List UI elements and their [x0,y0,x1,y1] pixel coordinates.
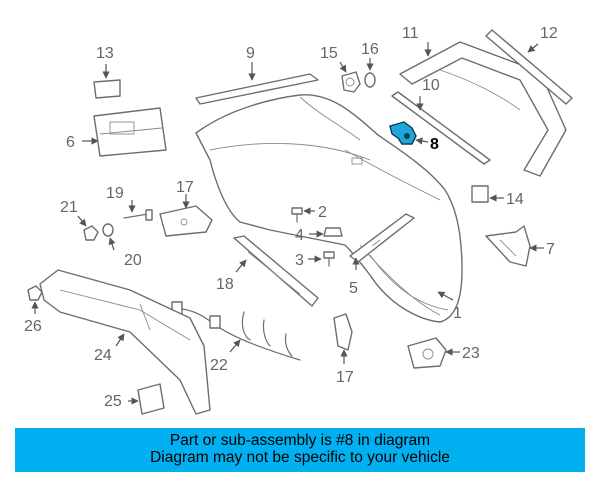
part-16-grommet[interactable] [364,72,376,88]
callout-10: 10 [416,77,440,111]
svg-text:5: 5 [349,280,358,297]
callout-15: 15 [320,45,347,73]
callout-8: 8 [415,136,439,153]
callout-11: 11 [402,25,432,57]
part-6-license-panel[interactable] [93,107,167,157]
svg-text:1: 1 [453,305,462,322]
callout-3: 3 [295,252,322,269]
part-12-trim-strip[interactable] [485,29,573,105]
callout-22: 22 [210,339,241,374]
part-13-light[interactable] [93,79,121,99]
svg-text:26: 26 [24,318,42,335]
part-21-nut[interactable] [83,225,99,241]
svg-text:21: 21 [60,199,78,216]
svg-text:20: 20 [124,252,142,269]
callout-5: 5 [349,257,360,297]
part-20-washer[interactable] [102,223,114,237]
callout-17-upper: 17 [176,179,194,209]
callout-2: 2 [303,204,327,221]
svg-text:11: 11 [402,25,419,42]
callout-19: 19 [106,185,136,213]
callout-7: 7 [529,241,555,258]
part-18-absorber[interactable] [233,235,319,307]
svg-text:22: 22 [210,357,228,374]
part-1-bumper-cover[interactable] [195,94,463,323]
part-24-impact-bar[interactable] [39,269,211,415]
banner-line-2: Diagram may not be specific to your vehi… [150,449,450,466]
svg-text:10: 10 [422,77,440,94]
svg-text:3: 3 [295,252,304,269]
callout-16: 16 [361,41,379,71]
part-26-nut[interactable] [27,285,43,301]
callout-9: 9 [246,45,256,81]
callout-25: 25 [104,393,139,410]
callout-12: 12 [527,25,558,53]
part-info-banner: Part or sub-assembly is #8 in diagram Di… [15,428,585,472]
callout-24: 24 [94,333,125,364]
callout-4: 4 [295,227,324,244]
svg-text:17: 17 [336,369,354,386]
svg-text:19: 19 [106,185,124,202]
part-8-sensor-bracket[interactable] [389,121,417,145]
part-15-sensor[interactable] [341,71,361,93]
part-19-bolt[interactable] [123,209,153,221]
svg-text:14: 14 [506,191,524,208]
part-22-wiring-harness[interactable] [171,301,301,361]
callout-26: 26 [24,301,42,335]
callout-13: 13 [96,45,114,79]
svg-text:9: 9 [246,45,255,62]
callout-17-lower: 17 [336,349,354,386]
part-7-bracket[interactable] [485,225,531,267]
svg-text:17: 17 [176,179,194,196]
callout-20: 20 [108,237,142,269]
callout-1: 1 [437,291,462,322]
svg-text:7: 7 [546,241,555,258]
svg-text:12: 12 [540,25,558,42]
svg-text:13: 13 [96,45,114,62]
part-25-cover-plate[interactable] [137,383,165,415]
part-17-bracket-lower[interactable] [333,313,353,351]
part-23-sensor-housing[interactable] [407,337,447,369]
part-9-trim-strip[interactable] [195,73,319,105]
svg-text:2: 2 [318,204,327,221]
part-4-clip[interactable] [323,227,343,237]
part-2-bolt[interactable] [291,207,303,223]
part-17-bracket-upper[interactable] [159,205,213,237]
banner-line-1: Part or sub-assembly is #8 in diagram [169,432,431,449]
callout-18: 18 [216,259,247,293]
svg-text:15: 15 [320,45,338,62]
svg-text:8: 8 [430,136,439,153]
callout-23: 23 [445,345,480,362]
svg-text:6: 6 [66,134,75,151]
svg-text:16: 16 [361,41,379,58]
part-14-clip[interactable] [471,185,489,203]
svg-text:23: 23 [462,345,480,362]
callout-21: 21 [60,199,87,227]
svg-text:18: 18 [216,276,234,293]
part-11-diffuser[interactable] [399,41,567,177]
svg-text:4: 4 [295,227,304,244]
part-3-screw[interactable] [323,251,335,267]
svg-text:24: 24 [94,347,112,364]
callout-6: 6 [66,134,99,151]
svg-text:25: 25 [104,393,122,410]
callout-14: 14 [489,191,524,208]
